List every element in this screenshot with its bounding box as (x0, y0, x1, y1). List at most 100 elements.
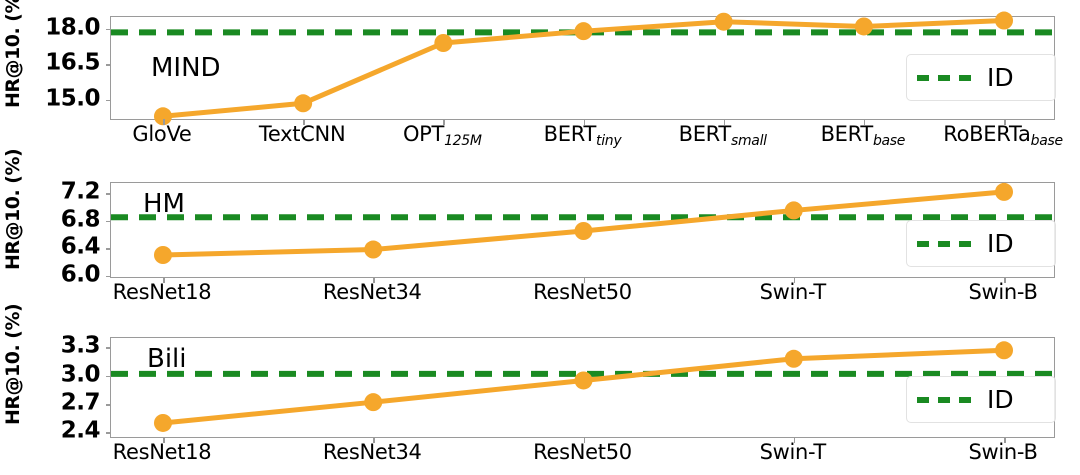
x-tick-label: BERTtiny (543, 122, 622, 149)
x-tick-mark (583, 119, 586, 125)
y-tick-mark (106, 248, 111, 250)
series-canvas (111, 182, 1056, 264)
data-point-marker[interactable] (995, 11, 1014, 30)
x-tick-label: BERTsmall (678, 122, 767, 149)
y-tick-mark (106, 275, 111, 278)
x-tick-label: TextCNN (258, 122, 346, 146)
x-tick-label: ResNet18 (112, 280, 212, 304)
plot-area-bili: Bili ID (106, 337, 1056, 443)
plot-area-mind: MIND ID (106, 11, 1056, 126)
y-tick-mark (106, 64, 111, 66)
data-point-marker[interactable] (714, 12, 733, 31)
y-tick-label: 3.0 (60, 361, 101, 388)
x-tick-label: GloVe (132, 122, 192, 146)
panel-title-bili: Bili (147, 344, 187, 374)
legend-label-id: ID (987, 63, 1014, 92)
y-tick-mark (106, 404, 111, 406)
x-tick-mark (863, 119, 866, 125)
x-tick-mark (1004, 437, 1006, 443)
y-tick-label: 6.4 (60, 233, 101, 260)
y-tick-mark (106, 99, 111, 102)
x-tick-mark (373, 277, 375, 283)
x-axis-tick-labels: ResNet18 ResNet34 ResNet50 Swin-T Swin-B (0, 440, 1080, 474)
legend-label-id: ID (987, 229, 1014, 258)
data-point-marker[interactable] (995, 341, 1014, 360)
legend-hm[interactable]: ID (906, 220, 1056, 267)
x-tick-mark (443, 119, 445, 125)
x-tick-label: Swin-B (968, 440, 1038, 464)
x-tick-mark (583, 437, 586, 443)
y-tick-label: 6.8 (60, 206, 101, 233)
x-tick-label: RoBERTabase (943, 122, 1063, 149)
y-tick-mark (106, 28, 111, 31)
data-point-marker[interactable] (364, 240, 383, 259)
x-tick-label: BERTbase (820, 122, 906, 149)
data-point-marker[interactable] (784, 201, 803, 220)
x-tick-mark (723, 119, 726, 125)
x-tick-label: ResNet18 (112, 440, 212, 464)
series-canvas (111, 11, 1056, 126)
x-tick-mark (162, 119, 165, 125)
y-tick-label: 16.5 (45, 49, 100, 76)
data-point-marker[interactable] (574, 222, 593, 240)
x-tick-mark (373, 437, 375, 443)
data-point-marker[interactable] (574, 22, 593, 41)
x-tick-mark (793, 277, 796, 283)
x-tick-mark (303, 119, 305, 125)
x-axis-tick-labels: ResNet18 ResNet34 ResNet50 Swin-T Swin-B (0, 280, 1080, 314)
data-point-marker[interactable] (784, 349, 803, 368)
legend-dashed-line-icon (917, 240, 971, 247)
data-point-marker[interactable] (153, 107, 172, 126)
x-tick-label: ResNet50 (533, 440, 632, 464)
data-point-marker[interactable] (995, 182, 1014, 201)
y-tick-label: 3.3 (60, 332, 101, 359)
x-axis-tick-labels: GloVe TextCNN OPT125M BERTtiny BERTsmall BERT… (0, 122, 1080, 156)
data-point-marker[interactable] (574, 371, 593, 390)
x-tick-label: Swin-T (759, 280, 827, 304)
x-tick-label: Swin-T (759, 440, 827, 464)
y-tick-label: 2.7 (60, 389, 101, 416)
y-tick-mark (106, 375, 111, 378)
x-tick-mark (1004, 119, 1006, 125)
series-canvas (111, 341, 1056, 432)
y-axis-title: HR@10. (%) (2, 0, 24, 108)
x-tick-mark (793, 437, 796, 443)
data-point-marker[interactable] (364, 393, 383, 412)
data-point-marker[interactable] (434, 34, 453, 52)
legend-label-id: ID (987, 385, 1014, 414)
data-point-marker[interactable] (153, 246, 172, 264)
plot-area-hm: HM ID (106, 182, 1056, 283)
data-point-marker[interactable] (153, 413, 172, 432)
y-axis-title: HR@10. (%) (2, 148, 24, 270)
data-point-marker[interactable] (854, 17, 873, 36)
y-tick-label: 15.0 (45, 85, 100, 112)
legend-bili[interactable]: ID (906, 376, 1056, 423)
x-tick-label: OPT125M (402, 122, 482, 149)
y-tick-mark (106, 432, 111, 434)
x-tick-mark (583, 277, 586, 283)
y-tick-mark (106, 220, 111, 223)
x-tick-label: Swin-B (968, 280, 1038, 304)
data-point-marker[interactable] (294, 94, 313, 113)
x-tick-label: ResNet34 (322, 280, 422, 304)
legend-dashed-line-icon (917, 74, 971, 81)
y-tick-label: 7.2 (60, 178, 101, 205)
x-tick-label: ResNet34 (322, 440, 422, 464)
y-tick-mark (106, 193, 111, 195)
x-tick-mark (162, 437, 165, 443)
y-axis-title: HR@10. (%) (2, 303, 24, 425)
y-tick-label: 6.0 (60, 261, 101, 288)
y-tick-label: 2.4 (60, 417, 101, 444)
panel-title-mind: MIND (151, 53, 221, 83)
legend-dashed-line-icon (917, 396, 971, 403)
x-tick-label: ResNet50 (533, 280, 632, 304)
legend-mind[interactable]: ID (906, 54, 1056, 101)
x-tick-mark (162, 277, 165, 283)
y-tick-mark (106, 347, 111, 350)
x-tick-mark (1004, 277, 1006, 283)
panel-title-hm: HM (143, 189, 185, 219)
